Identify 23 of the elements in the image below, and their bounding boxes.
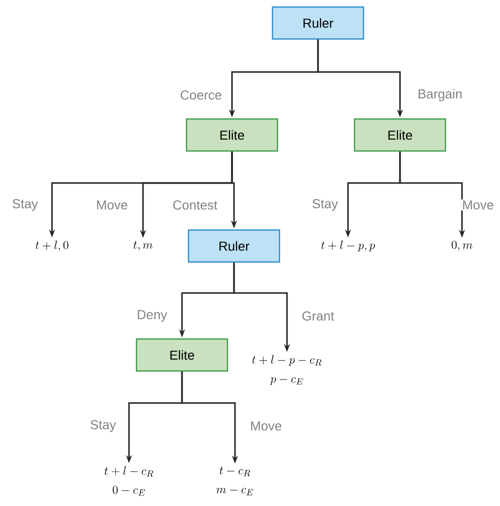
edge-label: Bargain: [416, 88, 464, 102]
payoff-text: $t+l-p-c_R$ $p-c_E$: [252, 355, 322, 385]
edge-label: Move: [95, 199, 129, 211]
elite-box: Elite: [136, 338, 228, 372]
payoff-text: $0, m$: [452, 240, 472, 252]
ruler-box: Ruler: [188, 229, 280, 263]
elite-box: Elite: [186, 118, 278, 152]
elite-box: Elite: [354, 118, 446, 152]
payoff-text: $t+l-c_R$ $0-c_E$: [104, 466, 154, 496]
payoff-text: $t+l-p, p$: [321, 240, 375, 252]
edge-label: Move: [249, 420, 283, 432]
edge-label: Grant: [300, 310, 336, 322]
edge-label: Stay: [11, 198, 39, 212]
ruler-box: Ruler: [272, 6, 364, 40]
payoff-text: $t, m$: [133, 241, 153, 251]
payoff-text: $t-c_R$ $m-c_E$: [216, 466, 254, 496]
edge-label: Deny: [136, 309, 168, 323]
edge-label: Move: [461, 199, 495, 211]
edge-label: Stay: [311, 198, 339, 212]
edge-label: Coerce: [179, 89, 223, 101]
edge-label: Stay: [89, 419, 117, 433]
edge-label: Contest: [172, 199, 218, 211]
payoff-text: $t+l, 0$: [35, 240, 68, 252]
